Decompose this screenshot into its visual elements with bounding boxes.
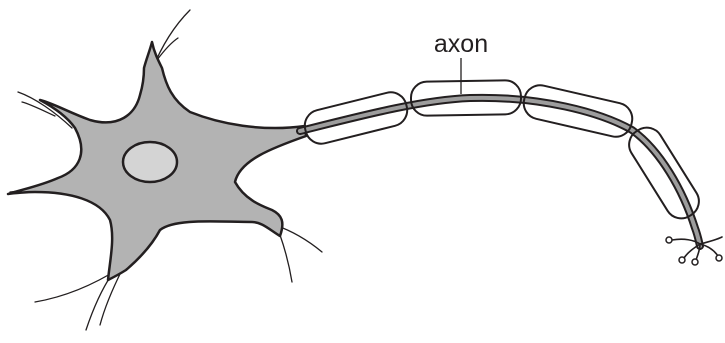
axon-label: axon [434,30,488,58]
axon-core-outline [300,98,700,246]
nucleus [123,142,177,182]
